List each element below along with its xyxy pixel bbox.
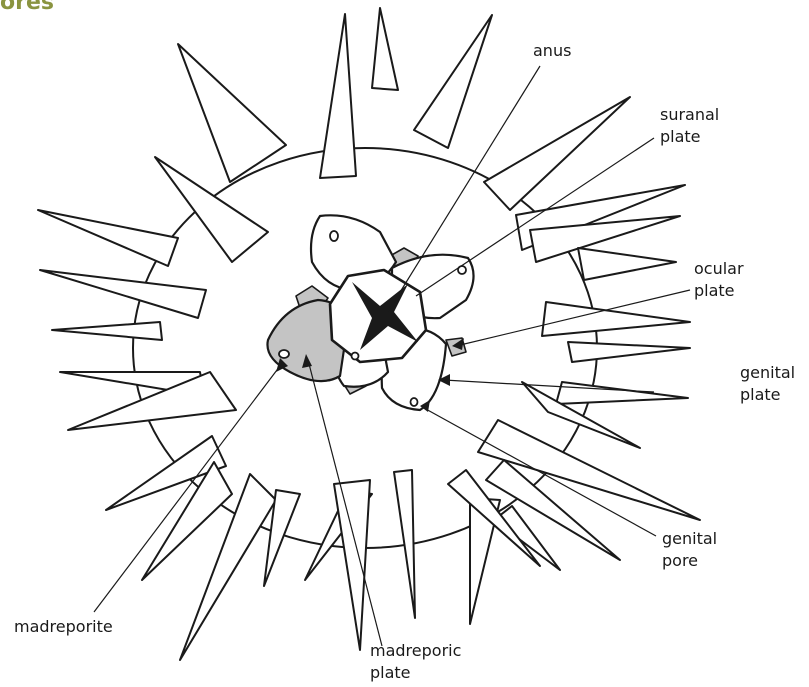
label-madreporite: madreporite	[14, 616, 113, 638]
spine	[484, 97, 630, 210]
label-line: plate	[694, 280, 744, 302]
spine	[414, 15, 492, 148]
label-anus: anus	[533, 40, 571, 62]
label-line: plate	[660, 126, 719, 148]
label-line: suranal	[660, 104, 719, 126]
genital-pore	[411, 398, 418, 406]
spine	[578, 248, 676, 280]
label-genital-pore: genital pore	[662, 528, 717, 572]
label-ocular-plate: ocular plate	[694, 258, 744, 302]
spine	[394, 470, 415, 618]
label-line: plate	[740, 384, 795, 406]
label-line: plate	[370, 662, 461, 684]
spine	[38, 210, 178, 266]
leader-genital-plate	[444, 380, 654, 392]
header-fragment: ores	[0, 0, 54, 15]
label-line: genital	[740, 362, 795, 384]
label-madreporic-plate: madreporic plate	[370, 640, 461, 684]
label-line: genital	[662, 528, 717, 550]
genital-pore	[352, 353, 359, 360]
leader-genital-pore	[424, 408, 656, 536]
spine	[568, 342, 690, 362]
spine	[372, 8, 398, 90]
spine	[40, 270, 206, 318]
genital-pore	[330, 231, 338, 241]
spine	[556, 382, 688, 404]
leader-madreporic	[308, 360, 382, 646]
label-genital-plate: genital plate	[740, 362, 795, 406]
label-line: madreporic	[370, 640, 461, 662]
spine	[334, 480, 370, 650]
spine	[320, 14, 356, 178]
madreporite-pore	[279, 350, 289, 358]
label-suranal-plate: suranal plate	[660, 104, 719, 148]
label-line: ocular	[694, 258, 744, 280]
spine	[52, 322, 162, 340]
spine	[178, 44, 286, 182]
label-line: pore	[662, 550, 717, 572]
